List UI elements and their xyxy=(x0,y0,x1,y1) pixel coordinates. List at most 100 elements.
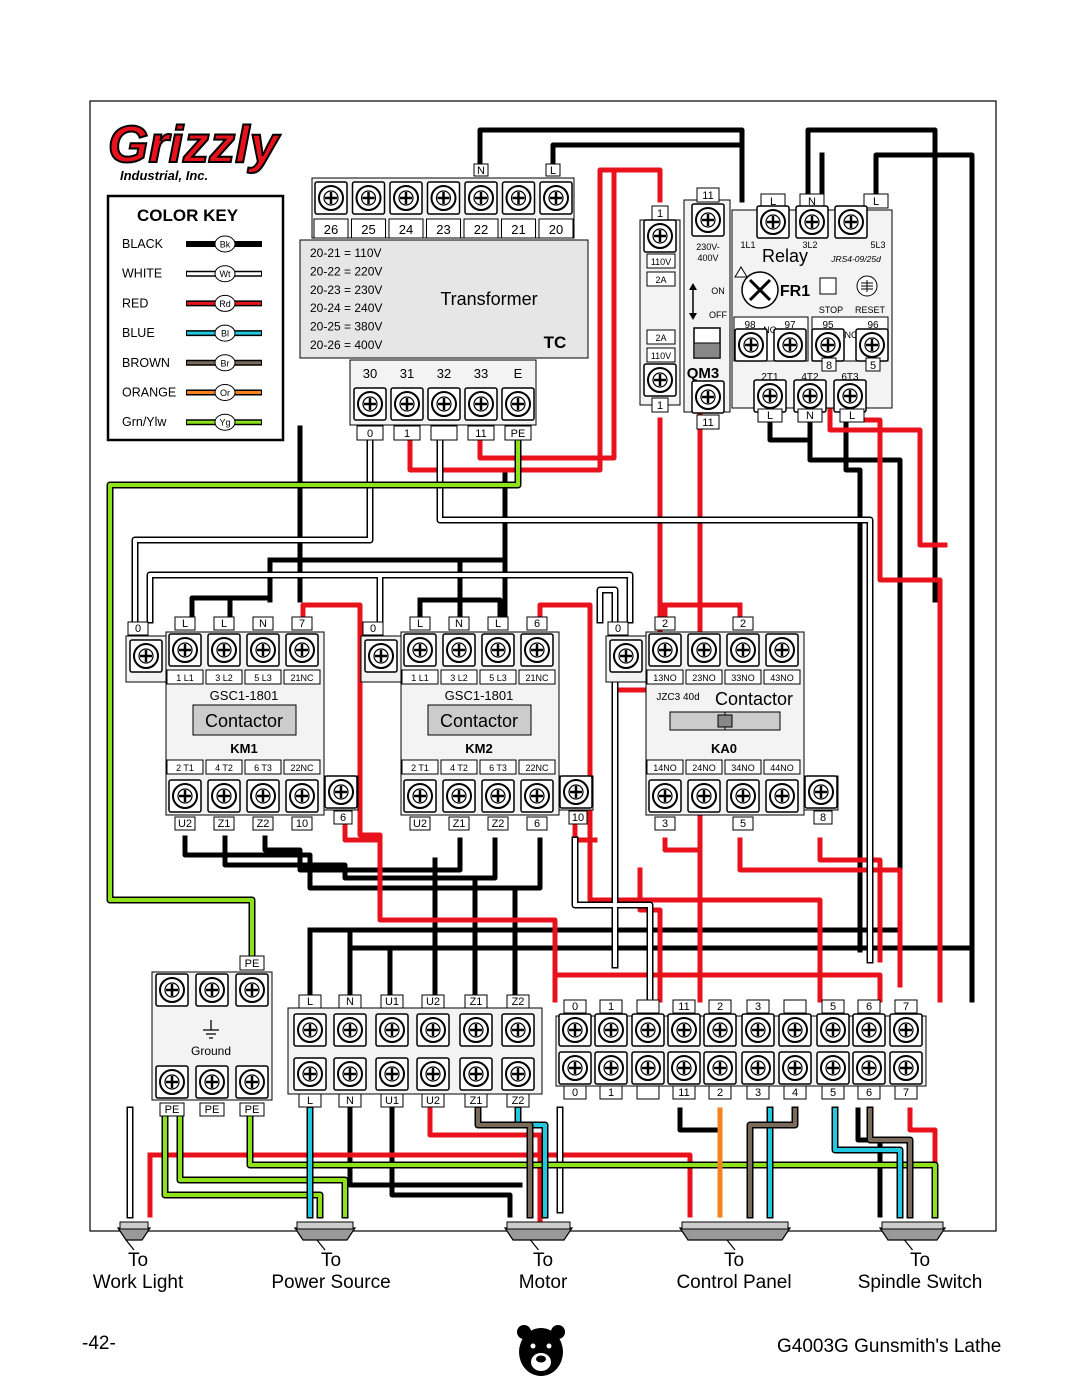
dest-control-panel: To Control Panel xyxy=(668,1250,800,1294)
terminal-screw xyxy=(374,1056,410,1092)
qm3-code: QM3 xyxy=(687,365,720,382)
terminal-screw xyxy=(441,632,477,668)
transformer-bottom-num: E xyxy=(514,366,523,381)
terminal-screw xyxy=(500,386,536,422)
color-key-label: BLACK xyxy=(122,237,164,251)
contactor-code: KM2 xyxy=(465,741,492,756)
contactor-km1: A1A20LLN71 L13 L25 L321NCGSC1-1801Contac… xyxy=(125,616,359,831)
color-code: Bl xyxy=(221,329,229,339)
terminal-label: 2 xyxy=(717,1001,723,1013)
terminal-screw xyxy=(740,1050,776,1086)
wire-black xyxy=(477,127,745,203)
terminal-label: 3 xyxy=(755,1001,761,1013)
terminal-screw xyxy=(740,1012,776,1048)
qm3-top: 1 xyxy=(657,208,663,220)
terminal-label: 23NO xyxy=(692,673,716,683)
terminal-label: 3 L2 xyxy=(215,673,233,683)
terminal-label: 5 L3 xyxy=(254,673,272,683)
color-key-label: ORANGE xyxy=(122,386,176,400)
tr-top-label-l: L xyxy=(550,165,556,177)
terminal-label: 0 xyxy=(615,623,621,635)
terminal-label: PE xyxy=(205,1104,220,1116)
terminal-screw xyxy=(389,386,425,422)
terminal-label: 2 T1 xyxy=(411,763,429,773)
terminal-screw xyxy=(666,1012,702,1048)
terminal-label: 5 xyxy=(830,1087,836,1099)
terminal-screw xyxy=(501,180,536,216)
terminal-label: N xyxy=(808,196,816,208)
terminal-label: 43NO xyxy=(770,673,794,683)
relay-term: 3L2 xyxy=(802,240,817,250)
terminal-label: 0 xyxy=(572,1087,578,1099)
terminal-screw xyxy=(593,1050,629,1086)
terminal-screw xyxy=(128,638,164,674)
dest-work-light: To Work Light xyxy=(82,1250,194,1294)
terminal-label: 21NC xyxy=(525,673,549,683)
terminal-label: 4 T2 xyxy=(450,763,468,773)
terminal-label: 44NO xyxy=(770,763,794,773)
contactor-km2: A1A20LNL61 L13 L25 L321NCGSC1-1801Contac… xyxy=(360,616,594,831)
transformer-terminal-num: 26 xyxy=(324,222,338,237)
qm3-bottom: 1 xyxy=(657,400,663,412)
terminal-label: N xyxy=(259,618,267,630)
grizzly-logo: Grizzly Industrial, Inc. xyxy=(107,115,283,183)
terminal-screw xyxy=(794,204,830,240)
color-key-label: WHITE xyxy=(122,267,162,281)
terminal-screw xyxy=(752,378,788,414)
footer-title: G4003G Gunsmith's Lathe xyxy=(777,1336,1002,1357)
terminal-screw xyxy=(686,632,722,668)
qm3-volt: 230V- xyxy=(696,242,720,252)
terminal-screw xyxy=(463,180,499,216)
terminal-screw xyxy=(630,1050,666,1086)
terminal-label: 1 xyxy=(404,428,410,440)
dest-spindle-switch: To Spindle Switch xyxy=(852,1250,988,1294)
terminal-screw xyxy=(686,778,722,814)
terminal-screw xyxy=(815,1012,851,1048)
terminal-screw xyxy=(167,632,203,668)
transformer-terminal-num: 20 xyxy=(549,222,563,237)
dest-name: Power Source xyxy=(271,1272,391,1293)
terminal-label: 11 xyxy=(678,1001,689,1013)
transformer-terminal-num: 21 xyxy=(511,222,525,237)
transformer-terminal-num: 23 xyxy=(436,222,450,237)
terminal-screw xyxy=(458,1056,494,1092)
terminal-screw xyxy=(538,180,574,216)
dest-to: To xyxy=(909,1250,931,1271)
terminal-label: 6 T3 xyxy=(489,763,507,773)
terminal-label: PE xyxy=(165,1104,180,1116)
terminal-screw xyxy=(792,378,828,414)
terminal-screw xyxy=(415,1056,451,1092)
terminal-screw xyxy=(519,778,555,814)
terminal-label: 0 xyxy=(370,623,376,635)
relay-side-8: 8 xyxy=(826,360,832,372)
color-code: Or xyxy=(220,388,230,398)
ground-label: Ground xyxy=(191,1044,231,1058)
terminal-screw xyxy=(441,778,477,814)
terminal-screw xyxy=(803,774,839,810)
terminal-label: 33NO xyxy=(731,673,755,683)
color-key-label: BLUE xyxy=(122,326,155,340)
terminal-screw xyxy=(557,1050,593,1086)
terminal-screw xyxy=(851,1012,887,1048)
terminal-screw xyxy=(630,1012,666,1048)
terminal-label: 3 xyxy=(662,818,668,830)
terminal-label: L xyxy=(873,196,879,208)
terminal-screw xyxy=(402,778,438,814)
terminal-label: 7 xyxy=(903,1001,909,1013)
terminal-screw xyxy=(480,632,516,668)
terminal-label: 1 xyxy=(608,1087,614,1099)
terminal-screw xyxy=(810,327,846,363)
terminal-screw xyxy=(854,327,890,363)
dest-to: To xyxy=(723,1250,745,1271)
terminal-label: 14NO xyxy=(653,763,677,773)
relay-bottom-term: 4T2 xyxy=(801,372,819,383)
terminal-screw xyxy=(500,1056,536,1092)
terminal-screw xyxy=(733,327,769,363)
color-key-label: Grn/Ylw xyxy=(122,415,167,429)
terminal-screw xyxy=(764,778,800,814)
transformer-terminal-num: 22 xyxy=(474,222,488,237)
qm3-a1: 2A xyxy=(655,275,666,285)
